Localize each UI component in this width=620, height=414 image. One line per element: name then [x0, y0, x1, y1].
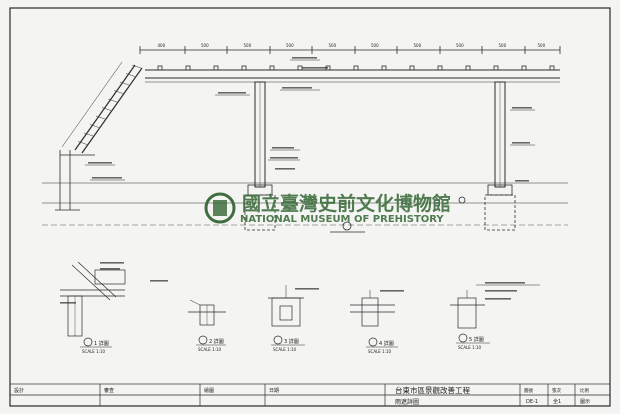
title-block [9, 383, 611, 407]
dimension-label: 500 [538, 43, 546, 48]
dimension-label: 500 [414, 43, 422, 48]
title-block-text: 設計 審查 繪圖 日期 台東市區景觀改善工程 雨遮詳圖 圖號 DE-1 張次 全… [14, 385, 590, 406]
detail-3 [268, 285, 304, 327]
date-label: 日期 [269, 388, 279, 394]
dimension-label: 500 [201, 43, 209, 48]
dimension-label: 500 [499, 43, 507, 48]
watermark-chinese: 國立臺灣史前文化博物館 [242, 192, 451, 215]
watermark: 國立臺灣史前文化博物館 NATIONAL MUSEUM OF PREHISTOR… [204, 192, 451, 225]
svg-text:SCALE 1:10: SCALE 1:10 [458, 345, 482, 350]
detail-label-5: 5 詳圖 SCALE 1:10 [456, 333, 490, 350]
dimension-label: 500 [286, 43, 294, 48]
detail-5 [450, 284, 540, 329]
museum-logo [204, 192, 236, 224]
project-title: 台東市區景觀改善工程 [395, 385, 470, 395]
drawer-label: 繪圖 [204, 387, 214, 394]
drawing-no: DE-1 [526, 399, 538, 405]
detail-label-2: 2 詳圖 SCALE 1:10 [196, 335, 226, 352]
detail-label-4: 4 詳圖 SCALE 1:10 [366, 337, 398, 354]
sheet-value: 全1 [553, 398, 561, 405]
annotation-text [60, 57, 532, 304]
sheet-label: 張次 [552, 387, 561, 394]
main-elevation [42, 46, 568, 233]
detail-label-3: 3 詳圖 SCALE 1:10 [271, 335, 305, 352]
watermark-english: NATIONAL MUSEUM OF PREHISTORY [240, 214, 444, 225]
detail-2 [188, 299, 226, 326]
dimension-labels: 400 500 500 500 500 500 500 500 500 500 [158, 43, 546, 48]
svg-text:SCALE 1:10: SCALE 1:10 [198, 347, 222, 352]
scale-value: 圖示 [580, 399, 590, 405]
detail-1 [60, 261, 126, 337]
svg-text:5 詳圖: 5 詳圖 [469, 336, 484, 343]
designer-label: 設計 [14, 387, 24, 394]
dimension-label: 500 [456, 43, 464, 48]
drawing-no-label: 圖號 [524, 387, 533, 394]
svg-text:1 詳圖: 1 詳圖 [94, 340, 109, 347]
detail-4 [350, 290, 395, 327]
dimension-label: 500 [371, 43, 379, 48]
svg-text:SCALE 1:10: SCALE 1:10 [82, 349, 106, 354]
scale-label: 比例 [580, 387, 589, 394]
svg-text:SCALE 1:10: SCALE 1:10 [368, 349, 392, 354]
dimension-label: 500 [329, 43, 337, 48]
details-row [60, 261, 540, 337]
svg-text:2 詳圖: 2 詳圖 [209, 338, 224, 345]
svg-text:SCALE 1:10: SCALE 1:10 [273, 347, 297, 352]
detail-label-1: 1 詳圖 SCALE 1:10 [80, 337, 112, 354]
svg-text:3 詳圖: 3 詳圖 [284, 338, 299, 345]
detail-labels: 1 詳圖 SCALE 1:10 2 詳圖 SCALE 1:10 3 詳圖 SCA… [80, 333, 490, 354]
checker-label: 審查 [104, 387, 114, 394]
drawing-name: 雨遮詳圖 [395, 398, 419, 406]
svg-text:4 詳圖: 4 詳圖 [379, 340, 394, 347]
dimension-label: 500 [244, 43, 252, 48]
dimension-label: 400 [158, 43, 166, 48]
